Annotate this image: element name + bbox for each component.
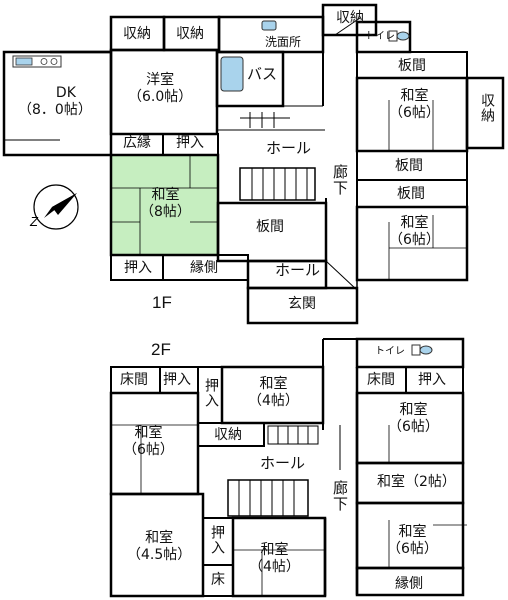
room-label-wood-right-2: 板間 — [397, 186, 425, 202]
entrance-wall — [246, 286, 359, 325]
room-label-washitsu-45-name: 和室 — [145, 530, 174, 546]
room-label-storage-c: 収納 — [336, 10, 364, 26]
room-label-washitsu-main-name: 和室 — [151, 187, 180, 203]
room-label-toilet-1f: トイレ — [365, 31, 395, 42]
washbasin-icon — [261, 20, 277, 31]
room-label-wood-mid-right: 板間 — [395, 158, 423, 174]
room-label-western-size: （6.0帖） — [128, 89, 193, 105]
room-label-washitsu-ne: 和室 （6帖） — [389, 88, 440, 122]
room-label-washitsu-2: 和室（2帖） — [377, 474, 456, 490]
room-label-oshiire-a-1f: 押入 — [176, 135, 204, 151]
room-label-washitsu-w6-name: 和室 — [134, 425, 163, 441]
room-label-washitsu-4a-name: 和室 — [259, 376, 288, 392]
room-label-hall-lower: ホール — [275, 261, 321, 279]
stairs-icon — [227, 425, 319, 517]
room-label-engawa-1f: 縁側 — [190, 260, 218, 276]
room-label-washitsu-se: 和室 （6帖） — [389, 215, 440, 249]
room-label-washroom: 洗面所 — [265, 35, 302, 49]
room-label-corridor-1f: 廊下 — [331, 164, 349, 196]
toilet-icon — [411, 344, 433, 356]
room-label-oshiire-c-2f: 押入 — [418, 372, 446, 388]
room-label-washitsu-w6: 和室 （6帖） — [123, 425, 174, 459]
room-label-western: 洋室 （6.0帖） — [128, 72, 192, 106]
room-label-washitsu-se6-size: （6帖） — [387, 541, 438, 557]
room-label-washitsu-se-name: 和室 — [400, 215, 429, 231]
storage-east-wall — [465, 76, 505, 150]
room-label-washitsu-4b-size: （4帖） — [249, 559, 300, 575]
bath-wall — [215, 50, 285, 108]
toilet-icon — [388, 30, 410, 42]
room-label-hiroen: 広縁 — [123, 135, 151, 151]
room-label-washitsu-4a-size: （4帖） — [248, 393, 299, 409]
room-label-storage-b: 収納 — [176, 26, 204, 42]
floor-label-1f: 1F — [152, 293, 172, 312]
room-label-washitsu-45-size: （4.5帖） — [127, 547, 192, 563]
room-label-oshiire-b-2f: 押入 — [203, 378, 219, 408]
storage-c-wall — [321, 3, 378, 37]
room-label-toko-2f: 床 — [211, 572, 225, 588]
room-label-washitsu-4a: 和室 （4帖） — [248, 376, 299, 410]
stairs-icon — [239, 112, 316, 201]
room-label-washitsu-e6: 和室 （6帖） — [388, 402, 439, 436]
room-label-tokonoma-b: 床間 — [367, 372, 395, 388]
toilet-2f-wall — [355, 337, 465, 369]
room-label-washitsu-4b-name: 和室 — [260, 542, 289, 558]
room-label-oshiire-d-2f: 押入 — [209, 525, 225, 555]
floor-label-2f: 2F — [151, 340, 171, 359]
room-label-oshiire-a-2f: 押入 — [163, 372, 191, 388]
room-label-wood-center: 板間 — [256, 219, 284, 235]
room-label-storage-east: 収納 — [479, 93, 495, 123]
room-label-hall-2f-text: ホール — [260, 454, 306, 472]
room-label-dk-size: （8．0帖） — [18, 102, 92, 118]
room-label-washitsu-main-size: （8帖） — [140, 204, 191, 220]
room-label-storage-a: 収納 — [123, 26, 151, 42]
room-label-washitsu-main: 和室 （8帖） — [140, 187, 191, 221]
room-label-engawa-2f: 縁側 — [395, 576, 423, 592]
room-label-washitsu-ne-name: 和室 — [400, 88, 429, 104]
room-label-washitsu-se6-name: 和室 — [398, 524, 427, 540]
room-label-washitsu-se6: 和室 （6帖） — [387, 524, 438, 558]
room-label-dk-name: DK — [55, 85, 76, 101]
room-label-washitsu-45: 和室 （4.5帖） — [127, 530, 191, 564]
room-label-wood-top-right: 板間 — [398, 58, 426, 74]
room-label-tokonoma-a: 床間 — [120, 372, 148, 388]
room-label-washitsu-w6-size: （6帖） — [123, 442, 174, 458]
tatami-8-fill — [109, 153, 220, 257]
room-label-dk: DK （8．0帖） — [18, 85, 92, 119]
room-label-toilet-2f: トイレ — [375, 346, 405, 357]
room-label-washitsu-ne-size: （6帖） — [389, 105, 440, 121]
room-label-western-name: 洋室 — [146, 72, 175, 88]
room-label-washitsu-e6-name: 和室 — [399, 402, 428, 418]
room-label-oshiire-b-1f: 押入 — [124, 260, 152, 276]
room-label-corridor-2f: 廊下 — [331, 480, 349, 512]
bathtub-icon — [220, 56, 244, 92]
room-label-entrance: 玄関 — [288, 296, 316, 312]
room-label-washitsu-4b: 和室 （4帖） — [249, 542, 300, 576]
room-label-washitsu-se-size: （6帖） — [389, 232, 440, 248]
kitchen-sink-icon — [12, 55, 62, 68]
svg-text:Z: Z — [29, 214, 39, 229]
room-label-storage-2f: 収納 — [214, 427, 242, 443]
room-label-washitsu-e6-size: （6帖） — [388, 419, 439, 435]
room-label-hall-upper: ホール — [266, 139, 312, 157]
room-label-bath: バス — [247, 65, 278, 83]
compass-icon: Z — [29, 184, 79, 230]
